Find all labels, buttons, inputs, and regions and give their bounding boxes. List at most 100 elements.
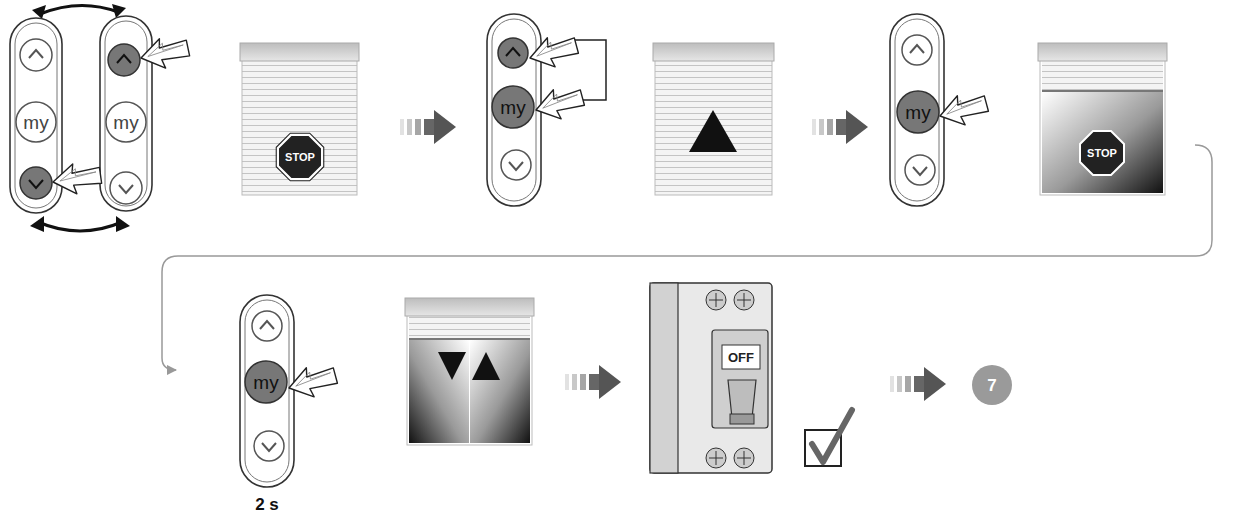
remote-pair-part: [38, 222, 122, 231]
switch-label: OFF: [728, 351, 754, 364]
remote-control-part: [262, 443, 276, 451]
remote-control: [487, 14, 606, 206]
remote-control-part: [252, 311, 282, 341]
check-mark-part: [812, 410, 852, 462]
roller-shutter-part: [472, 352, 500, 380]
remote-control-part: [492, 86, 534, 128]
remote-pair-part: [138, 33, 191, 72]
roller-shutter-part: [278, 135, 322, 179]
circuit-breaker-part: [709, 451, 723, 465]
step-number: 7: [972, 365, 1012, 405]
remote-pair-part: [105, 21, 147, 206]
circuit-breaker-part: [737, 451, 751, 465]
remote-control-part: [902, 35, 932, 65]
remote-pair-part: [10, 18, 62, 213]
remote-control-part: [897, 91, 939, 133]
remote-control: [890, 14, 990, 206]
stop-sign: STOP: [285, 152, 315, 163]
remote-pair-part: [51, 160, 103, 196]
remote-control-part: [890, 14, 944, 206]
remote-pair-part: [29, 180, 43, 188]
check-mark: [805, 410, 852, 466]
remote-control-part: [506, 48, 520, 56]
roller-shutter-part: [409, 316, 530, 338]
remote-control-part: [245, 300, 289, 482]
circuit-breaker-part: [709, 293, 723, 307]
remote-pair-part: [16, 102, 56, 142]
remote-control-part: [240, 295, 294, 487]
circuit-breaker-part: [730, 414, 754, 424]
remote-control-part: [532, 83, 586, 124]
roller-shutter-part: [1040, 45, 1165, 195]
remote-pair-part: [108, 44, 140, 76]
roller-shutter-part: [409, 338, 530, 340]
remote-pair-part: [20, 39, 52, 71]
remote-pair-part: [119, 185, 133, 193]
duration-label: 2 s: [255, 496, 279, 513]
remote-control-part: [501, 150, 531, 180]
circuit-breaker-part: [650, 283, 772, 473]
step-arrow: [400, 110, 456, 144]
remote-control-part: [913, 167, 927, 175]
circuit-breaker-part: [706, 448, 726, 468]
remote-control-part: [487, 14, 541, 206]
button-label: my: [500, 98, 525, 117]
roller-shutter-part: [1042, 60, 1163, 90]
remote-control-part: [285, 361, 339, 402]
circuit-breaker-part: [734, 448, 754, 468]
roller-shutter-part: [240, 43, 359, 61]
remote-control-part: [936, 89, 990, 130]
remote-control-part: [492, 19, 536, 201]
roller-shutter-part: [653, 43, 774, 61]
remote-control-part: [498, 38, 528, 68]
roller-shutter-part: [438, 352, 466, 380]
roller-shutter-part: [405, 298, 534, 316]
circuit-breaker-part: [728, 380, 756, 418]
remote-pair-part: [29, 50, 43, 58]
remote-pair-part: [40, 5, 118, 14]
roller-shutter-part: [1042, 90, 1163, 92]
roller-shutter-part: [1038, 43, 1167, 61]
remote-control-part: [245, 361, 287, 403]
remote-control-part: [910, 45, 924, 53]
remote-control: [240, 295, 339, 487]
roller-shutter-part: [1080, 131, 1124, 175]
circuit-breaker-part: [722, 345, 760, 369]
roller-shutter: [405, 298, 534, 445]
roller-shutter-part: [655, 45, 772, 195]
remote-control-part: [526, 31, 580, 72]
circuit-breaker-part: [706, 290, 726, 310]
circuit-breaker-part: [712, 330, 768, 428]
roller-shutter-part: [276, 133, 324, 181]
remote-pair-part: [110, 172, 142, 204]
button-label: my: [905, 103, 930, 122]
remote-pair-part: [30, 216, 44, 232]
roller-shutter-part: [407, 300, 532, 445]
remote-control-part: [895, 19, 939, 201]
roller-shutter-part: [409, 340, 469, 443]
button-label: my: [253, 373, 278, 392]
remote-pair: [10, 4, 191, 232]
remote-pair-part: [106, 102, 146, 142]
remote-pair-part: [117, 55, 131, 63]
remote-control-part: [260, 321, 274, 329]
step-arrow: [812, 110, 868, 144]
remote-pair-part: [32, 5, 46, 19]
remote-pair-part: [116, 216, 130, 232]
button-label: my: [113, 113, 138, 132]
roller-shutter-part: [689, 110, 737, 152]
circuit-breaker-part: [650, 283, 678, 473]
stop-sign: STOP: [1087, 148, 1117, 159]
remote-pair-part: [100, 16, 152, 211]
circuit-breaker-part: [737, 293, 751, 307]
button-label: my: [23, 113, 48, 132]
roller-shutter-part: [242, 45, 357, 195]
step-arrow: [890, 367, 946, 401]
circuit-breaker: [650, 283, 772, 473]
remote-pair-part: [20, 167, 52, 199]
circuit-breaker-part: [734, 290, 754, 310]
roller-shutter: [240, 43, 359, 195]
